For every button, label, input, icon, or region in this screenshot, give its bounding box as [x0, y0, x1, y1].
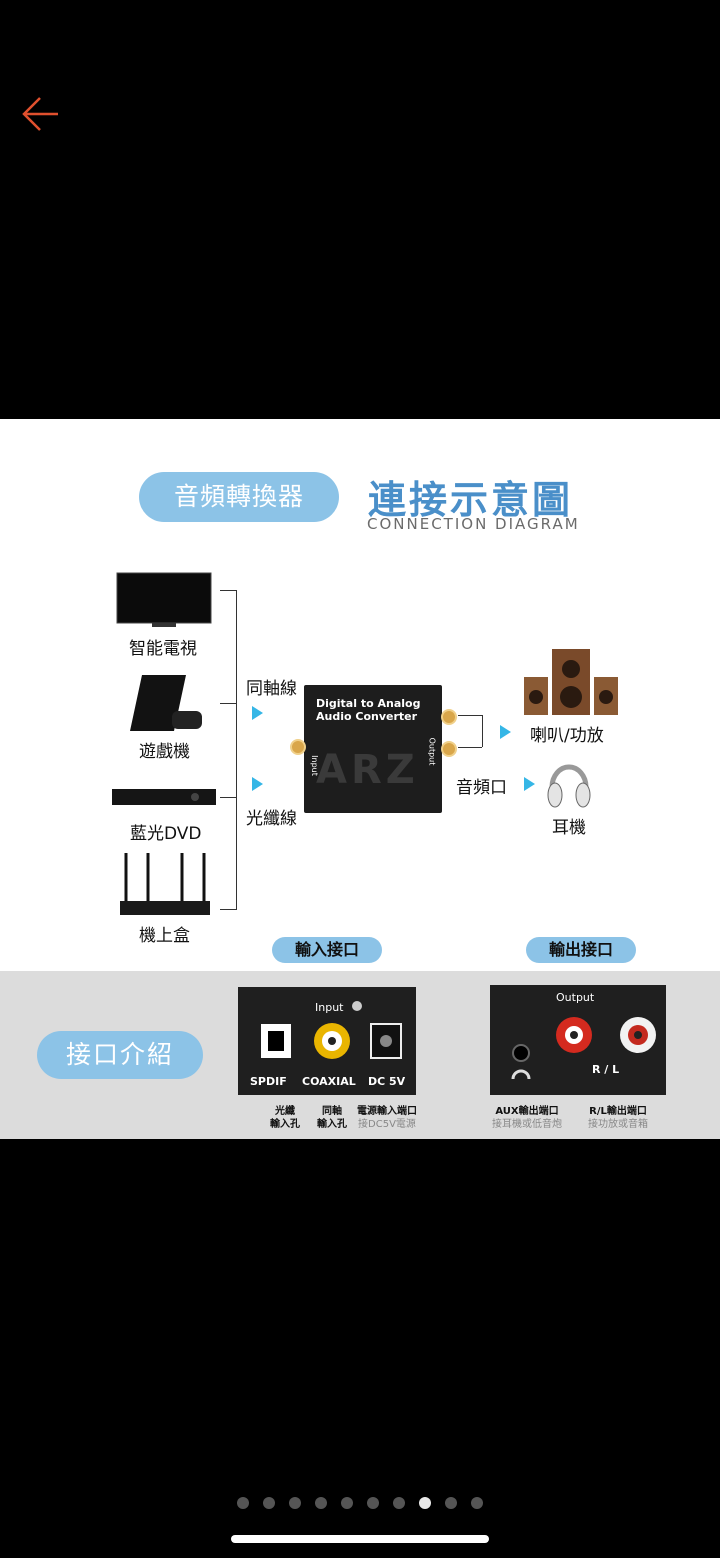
tag-input-ports: 輸入接口 [272, 937, 382, 963]
caption-spdif: 光纖 輸入孔 [270, 1106, 300, 1130]
caption-aux: AUX輸出端口 接耳機或低音炮 [492, 1106, 562, 1130]
input-panel: Input SPDIF COAXIAL DC 5V [238, 987, 416, 1095]
rca-right-icon [556, 1017, 592, 1053]
cable-label-optical: 光纖線 [246, 809, 297, 829]
output-label-speaker: 喇叭/功放 [530, 726, 604, 746]
carousel-dot[interactable] [315, 1496, 327, 1509]
caption-rl: R/L輸出端口 接功放或音箱 [588, 1106, 648, 1130]
source-label-stb: 機上盒 [139, 926, 190, 946]
arrow-right-icon [524, 777, 535, 791]
router-icon [120, 853, 210, 915]
dvd-player-icon [112, 789, 216, 805]
diagram-title: 連接示意圖 [368, 478, 574, 522]
aux-port-icon [511, 1044, 531, 1080]
converter-box: Digital to Analog Audio Converter Input … [304, 685, 442, 813]
arrow-right-icon [500, 725, 511, 739]
carousel-dot[interactable] [341, 1496, 353, 1509]
pill-ports: 接口介紹 [37, 1031, 203, 1079]
tv-icon [116, 572, 212, 627]
carousel-dot[interactable] [445, 1496, 457, 1509]
game-console-icon [130, 675, 202, 731]
ports-section: 接口介紹 Input SPDIF COAXIAL DC 5V 光纖 輸入孔 同軸… [0, 971, 720, 1139]
tag-output-ports: 輸出接口 [526, 937, 636, 963]
dc-port-icon [370, 1023, 402, 1059]
carousel-dot[interactable] [393, 1496, 405, 1509]
product-image[interactable]: 音頻轉換器 連接示意圖 CONNECTION DIAGRAM 智能電視 遊戲機 … [0, 419, 720, 1139]
carousel-dot[interactable] [263, 1496, 275, 1509]
diagram-subtitle: CONNECTION DIAGRAM [367, 515, 580, 533]
rca-left-icon [620, 1017, 656, 1053]
carousel-pagination [0, 1492, 720, 1509]
carousel-dot[interactable] [289, 1496, 301, 1509]
audio-port-label: 音頻口 [456, 778, 507, 798]
caption-dc: 電源輸入端口 接DC5V電源 [357, 1106, 417, 1130]
back-button[interactable] [18, 94, 62, 134]
spdif-port-icon [261, 1024, 291, 1058]
home-indicator [231, 1535, 489, 1543]
arrow-left-icon [22, 97, 58, 131]
source-label-tv: 智能電視 [129, 639, 197, 659]
speaker-icon [524, 649, 618, 715]
output-jack-bottom [441, 741, 457, 757]
pill-title: 音頻轉換器 [139, 472, 339, 522]
watermark: ARZ [316, 747, 419, 793]
converter-label: Digital to Analog Audio Converter [316, 697, 421, 723]
source-label-dvd: 藍光DVD [130, 824, 202, 844]
screw-icon [352, 1001, 362, 1011]
caption-coaxial: 同軸 輸入孔 [317, 1106, 347, 1130]
carousel-dot[interactable] [237, 1496, 249, 1509]
carousel-dot[interactable] [367, 1496, 379, 1509]
carousel-dot[interactable] [419, 1496, 431, 1509]
cable-label-coaxial: 同軸線 [246, 679, 297, 699]
arrow-right-icon [252, 777, 263, 791]
coaxial-port-icon [314, 1023, 350, 1059]
headphones-icon [547, 764, 591, 808]
output-jack-top [441, 709, 457, 725]
input-jack [290, 739, 306, 755]
output-label-headphones: 耳機 [552, 818, 586, 838]
source-label-console: 遊戲機 [139, 742, 190, 762]
arrow-right-icon [252, 706, 263, 720]
output-panel: Output R / L [490, 985, 666, 1095]
carousel-dot[interactable] [471, 1496, 483, 1509]
